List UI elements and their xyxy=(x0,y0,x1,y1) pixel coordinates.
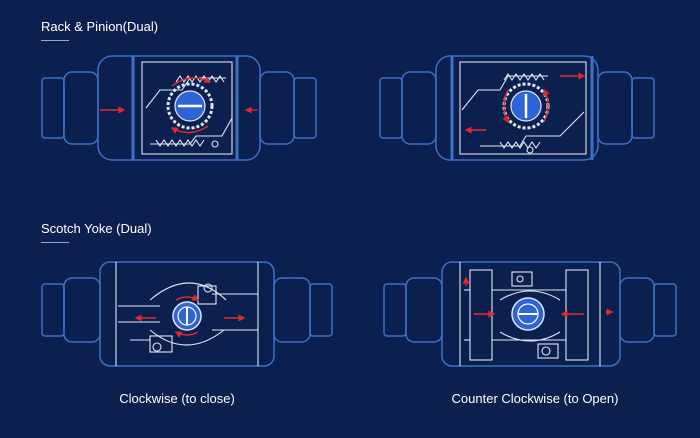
caption-counter-clockwise: Counter Clockwise (to Open) xyxy=(451,391,619,406)
section-title-rack-pinion: Rack & Pinion(Dual) xyxy=(41,19,159,34)
rack-pinion-close-actuator xyxy=(41,55,317,161)
scotch-yoke-close-actuator xyxy=(41,261,333,367)
rack-pinion-close-internals xyxy=(141,61,233,155)
rotation-arrows xyxy=(100,76,258,134)
title-underline xyxy=(41,242,69,243)
section-title-scotch-yoke: Scotch Yoke (Dual) xyxy=(41,221,152,236)
direction-arrows xyxy=(134,294,246,338)
scotch-yoke-open-actuator xyxy=(383,261,677,367)
rack-pinion-open-actuator xyxy=(379,55,655,161)
direction-arrows xyxy=(462,276,614,318)
scotch-yoke-close-internals xyxy=(115,262,259,366)
caption-clockwise: Clockwise (to close) xyxy=(119,391,235,406)
rotation-arrows xyxy=(464,72,586,134)
title-underline xyxy=(41,40,69,41)
